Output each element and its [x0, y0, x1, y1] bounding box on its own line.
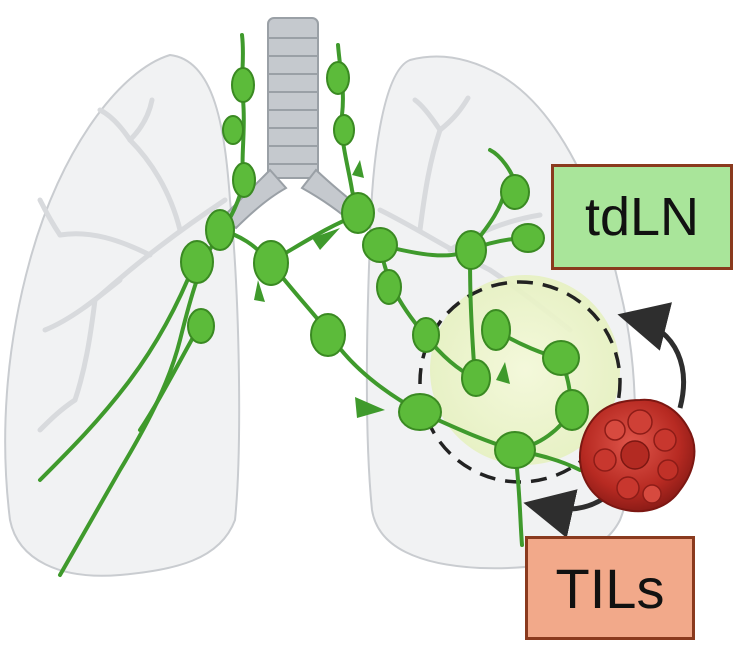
tils-label: TILs	[525, 536, 695, 640]
lymph-node-icon	[232, 162, 256, 198]
lymph-node-icon	[455, 230, 487, 270]
lymph-node-icon	[310, 313, 346, 357]
lymph-node-icon	[187, 308, 215, 344]
lymph-node-icon	[494, 431, 536, 469]
lymph-flow-arrows	[254, 160, 510, 418]
tdln-label-text: tdLN	[584, 187, 700, 247]
lymph-node-icon	[333, 114, 355, 146]
lymph-node-icon	[481, 309, 511, 351]
lymph-nodes	[180, 61, 589, 469]
lymph-node-icon	[500, 174, 530, 210]
lymph-node-icon	[326, 61, 350, 95]
lymph-node-icon	[398, 393, 442, 431]
lymph-node-icon	[222, 115, 244, 145]
lymph-node-icon	[555, 389, 589, 431]
tils-label-text: TILs	[555, 556, 665, 620]
lymph-node-icon	[341, 192, 375, 234]
trachea	[220, 17, 370, 230]
tumor-cell-cluster-icon	[579, 398, 696, 513]
lymph-node-icon	[511, 223, 545, 253]
lymph-node-icon	[180, 240, 214, 284]
tdln-label: tdLN	[551, 164, 733, 270]
lymph-node-icon	[362, 227, 398, 263]
lymph-node-icon	[231, 67, 255, 103]
lymph-node-icon	[542, 340, 580, 376]
lymph-node-icon	[253, 240, 289, 286]
lymph-node-icon	[205, 209, 235, 251]
arrow-tumor-to-tdln	[617, 302, 686, 409]
lymph-node-icon	[412, 317, 440, 353]
lymph-node-icon	[376, 269, 402, 305]
lymph-node-icon	[461, 359, 491, 397]
left-bronchial-tree	[37, 97, 228, 433]
left-lung	[4, 53, 241, 577]
